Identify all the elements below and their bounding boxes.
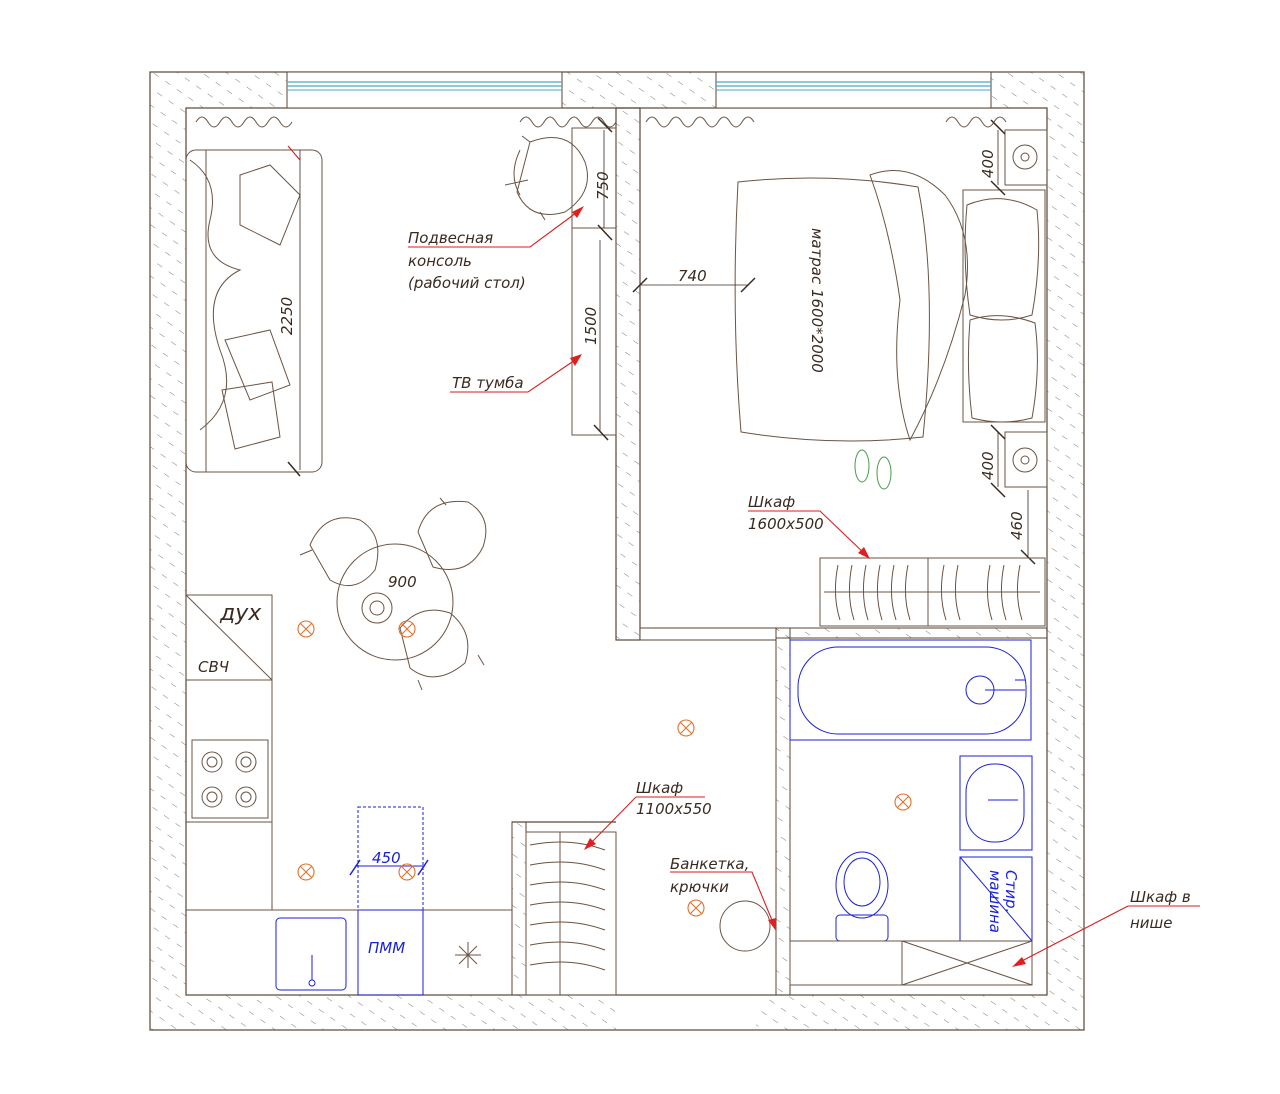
fridge-icon bbox=[455, 942, 481, 968]
dim-wardrobe-gap: 460 bbox=[1008, 511, 1026, 540]
bedroom-wardrobe-leader bbox=[748, 510, 867, 556]
dim-tv-stand-length: 1500 bbox=[582, 307, 600, 345]
cooktop bbox=[191, 739, 269, 819]
kitchen-oven-unit bbox=[185, 594, 273, 681]
bench-label-2: крючки bbox=[670, 878, 729, 896]
niche-label-2: нише bbox=[1130, 914, 1173, 932]
curtain-living bbox=[195, 116, 293, 128]
ceiling-light-icon bbox=[687, 899, 705, 917]
console-leader bbox=[408, 209, 581, 248]
dim-nightstand-top: 400 bbox=[979, 149, 997, 178]
ceiling-light-icon bbox=[398, 863, 416, 881]
dim-nightstand-bottom: 400 bbox=[979, 451, 997, 480]
mattress-label: матрас 1600*2000 bbox=[808, 228, 826, 373]
bed-pillow bbox=[967, 315, 1038, 423]
bathtub bbox=[789, 639, 1032, 741]
bedroom-wardrobe bbox=[819, 557, 1046, 627]
dishwasher bbox=[349, 806, 429, 996]
sofa-pillow bbox=[221, 381, 281, 450]
desk-chair bbox=[504, 135, 588, 221]
bedroom-wardrobe-size: 1600x500 bbox=[748, 515, 824, 533]
bench-label-1: Банкетка, bbox=[670, 855, 749, 873]
window-living bbox=[286, 71, 563, 109]
toilet bbox=[835, 851, 889, 942]
bench-stool bbox=[719, 900, 771, 952]
ceiling-light-icon bbox=[297, 620, 315, 638]
slippers-icon bbox=[854, 449, 892, 490]
nightstand-bottom bbox=[1004, 431, 1048, 488]
bedroom-wardrobe-title: Шкаф bbox=[748, 493, 795, 511]
ceiling-light-icon bbox=[297, 863, 315, 881]
bench-leader bbox=[670, 871, 775, 926]
dining-table bbox=[299, 497, 487, 691]
washer-label-2: машина bbox=[986, 870, 1004, 933]
tv-stand bbox=[571, 227, 617, 436]
hall-wardrobe-title: Шкаф bbox=[636, 779, 683, 797]
sofa bbox=[185, 145, 323, 477]
dim-console-depth: 750 bbox=[594, 171, 612, 200]
curtain-bedroom-right bbox=[945, 116, 1007, 128]
tv-stand-label: ТВ тумба bbox=[452, 374, 524, 392]
tv-stand-leader bbox=[450, 357, 579, 393]
bed bbox=[734, 170, 1046, 442]
curtain-living-right bbox=[519, 116, 617, 128]
niche-label-1: Шкаф в bbox=[1130, 888, 1191, 906]
sofa-pillow bbox=[224, 329, 291, 401]
ceiling-light-icon bbox=[677, 719, 695, 737]
kitchen-counter bbox=[186, 680, 512, 911]
niche-cabinet bbox=[789, 940, 1033, 986]
console-label-1: Подвесная bbox=[408, 229, 493, 247]
hall-wardrobe-size: 1100x550 bbox=[636, 800, 712, 818]
console-label-2: консоль bbox=[408, 252, 472, 270]
dim-bed-gap: 740 bbox=[678, 267, 707, 285]
sofa-pillow bbox=[239, 164, 301, 246]
bed-pillow bbox=[964, 198, 1040, 321]
hall-wardrobe-leader bbox=[587, 796, 705, 847]
niche-leader bbox=[1015, 905, 1200, 965]
nightstand-top bbox=[1004, 129, 1048, 186]
window-bedroom bbox=[715, 71, 992, 109]
walls bbox=[149, 71, 1085, 1031]
kitchen-sink bbox=[275, 917, 347, 991]
dishwasher-label: ПММ bbox=[368, 939, 405, 957]
bathroom-sink bbox=[959, 755, 1033, 851]
ceiling-light-icon bbox=[398, 620, 416, 638]
console-label-3: (рабочий стол) bbox=[408, 274, 526, 292]
ceiling-light-icon bbox=[894, 793, 912, 811]
hall-wardrobe bbox=[525, 831, 617, 996]
washer-label-1: Стир. bbox=[1002, 870, 1020, 913]
dim-table-diameter: 900 bbox=[388, 573, 417, 591]
dim-dishwasher-width: 450 bbox=[372, 849, 401, 867]
dim-sofa-length: 2250 bbox=[278, 297, 296, 335]
microwave-label: СВЧ bbox=[198, 658, 229, 676]
oven-label: дух bbox=[219, 601, 262, 626]
curtain-bedroom bbox=[645, 116, 755, 128]
